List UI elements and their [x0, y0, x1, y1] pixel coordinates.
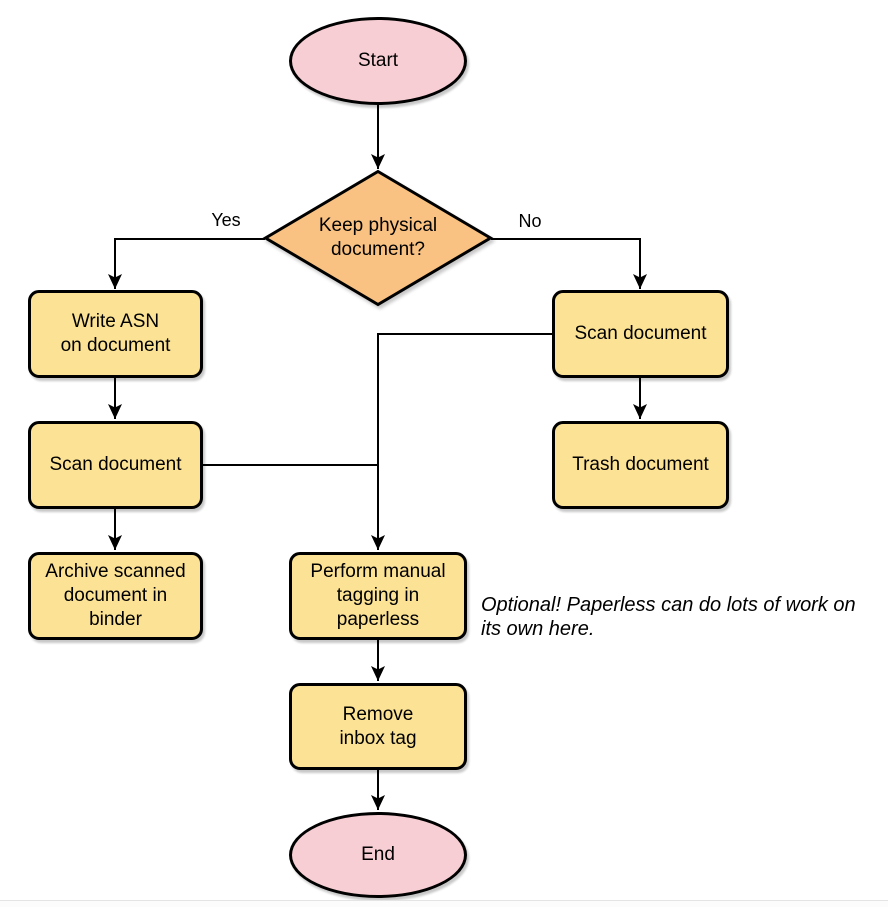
edge-decision-yes-to-write-asn: [108, 238, 265, 289]
node-archive-in-binder: Archive scanned document in binder: [28, 552, 203, 640]
node-end-label: End: [361, 844, 395, 865]
node-write-asn-label: Write ASN on document: [60, 311, 171, 356]
node-start: Start: [289, 17, 467, 105]
edge-label-no: No: [518, 211, 542, 231]
node-trash-document-label: Trash document: [572, 454, 709, 475]
annotation-optional-note: Optional! Paperless can do lots of work …: [481, 594, 856, 640]
edge-decision-no-to-scan-right: [491, 238, 647, 289]
node-manual-tagging: Perform manual tagging in paperless: [289, 552, 467, 640]
page-bottom-edge: [0, 900, 888, 907]
diamond-polygon: [262, 169, 494, 307]
edge-scan-right-to-tagging: [371, 333, 552, 550]
node-scan-document-left-label: Scan document: [49, 454, 182, 475]
node-scan-document-left: Scan document: [28, 421, 203, 509]
node-scan-document-right: Scan document: [552, 290, 729, 378]
node-trash-document: Trash document: [552, 421, 729, 509]
node-manual-tagging-label: Perform manual tagging in paperless: [310, 561, 446, 630]
node-remove-inbox-tag-label: Remove inbox tag: [339, 703, 417, 749]
node-write-asn: Write ASN on document: [28, 290, 203, 378]
edge-label-yes: Yes: [211, 210, 241, 230]
node-decision-label: Keep physical document?: [318, 215, 438, 260]
decision-diamond-shape: [262, 169, 494, 307]
node-scan-document-right-label: Scan document: [574, 323, 707, 344]
node-decision-keep-physical: Keep physical document?: [262, 169, 494, 307]
node-remove-inbox-tag: Remove inbox tag: [289, 683, 467, 770]
node-start-label: Start: [357, 50, 399, 71]
node-end: End: [289, 812, 467, 898]
node-archive-in-binder-label: Archive scanned document in binder: [45, 561, 186, 630]
